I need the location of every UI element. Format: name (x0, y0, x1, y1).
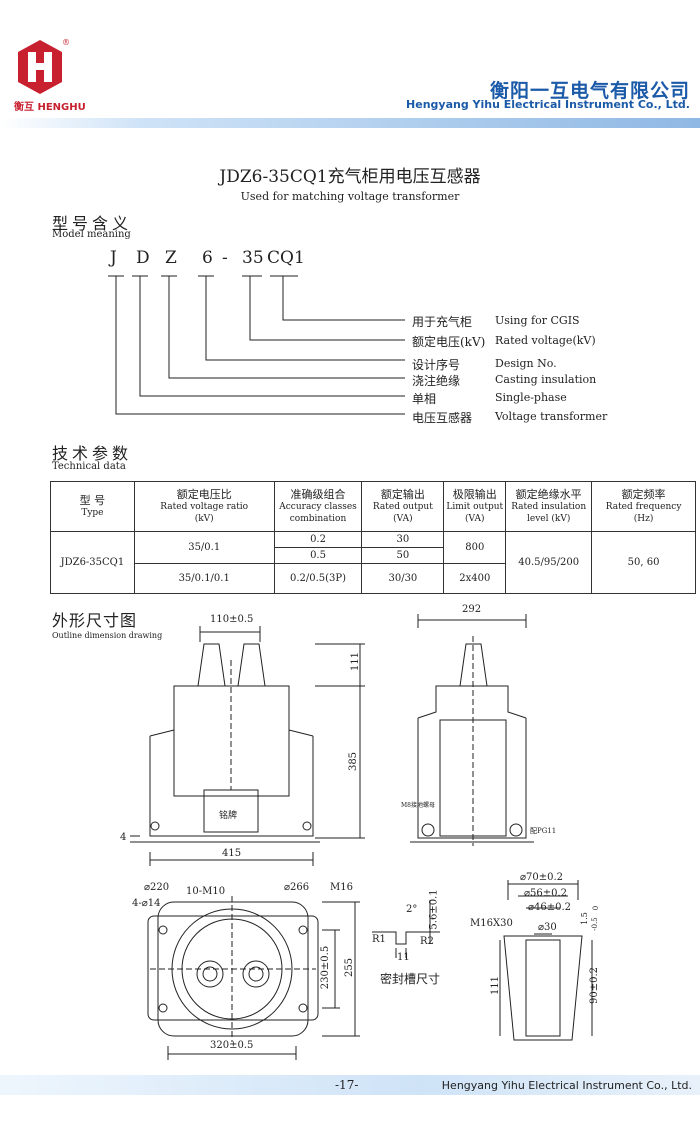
code-dash: - (222, 248, 228, 268)
company-name-en: Hengyang Yihu Electrical Instrument Co.,… (406, 98, 690, 111)
seal-label: 密封槽尺寸 (380, 972, 441, 986)
dim-side-width: 292 (462, 604, 482, 615)
seal-groove-detail (372, 900, 440, 958)
dim-base: 4 (120, 832, 127, 843)
dim-height-body: 385 (348, 751, 360, 772)
bushing-d46: ⌀46±0.2 (528, 902, 572, 913)
nameplate-label: 铭牌 (219, 811, 238, 821)
registered-mark: ® (62, 38, 70, 47)
bushing-d70: ⌀70±0.2 (520, 872, 564, 883)
technical-data-heading-en: Technical data (52, 461, 126, 472)
seal-r2: R2 (420, 936, 434, 947)
legend-vt-cn: 电压互感器 (412, 411, 473, 425)
page-title: JDZ6-35CQ1充气柜用电压互感器 (219, 167, 481, 187)
code-j: J (110, 248, 117, 268)
page-number: -17- (335, 1078, 359, 1092)
company-name-cn: 衡阳一互电气有限公司 (489, 80, 690, 102)
legend-casting-en: Casting insulation (495, 373, 597, 386)
code-d: D (136, 248, 150, 268)
cell-acc-3: 0.2/0.5(3P) (273, 563, 363, 594)
cell-ratio-2: 35/0.1/0.1 (133, 563, 275, 594)
model-meaning-heading: 型号含义 (52, 214, 133, 233)
outline-heading-en: Outline dimension drawing (52, 631, 163, 640)
dim-plan-w: 230±0.5 (320, 945, 332, 990)
header-band (0, 118, 700, 128)
ground-nut-label: M8接地螺母 (401, 802, 435, 809)
dim-top-width: 110±0.5 (210, 614, 254, 625)
dim-height-top: 111 (350, 651, 362, 672)
legend-cgis-cn: 用于充气柜 (412, 315, 473, 329)
table-row: JDZ6-35CQ1 35/0.1 0.2 30 800 40.5/95/200… (50, 531, 696, 594)
plan-view (147, 896, 360, 1060)
model-code: J D Z 6 - 35 CQ1 (110, 248, 310, 270)
bushing-d56: ⌀56±0.2 (524, 888, 568, 899)
bushing-thread: M16X30 (470, 918, 513, 929)
legend-design-cn: 设计序号 (412, 358, 461, 372)
dim-holes: 4-⌀14 (132, 898, 161, 909)
bushing-tol-dn: -0.5 (590, 917, 599, 931)
bushing-h90: 90±0.2 (589, 966, 601, 1005)
page-subtitle: Used for matching voltage transformer (240, 190, 460, 203)
dim-m10: 10-M10 (186, 886, 226, 897)
dim-plan-h: 255 (344, 957, 356, 978)
bushing-d30: ⌀30 (538, 922, 557, 933)
model-leader-lines (108, 275, 405, 415)
dim-d220: ⌀220 (144, 882, 170, 893)
bushing-detail (499, 880, 593, 1041)
code-cq1: CQ1 (267, 248, 305, 268)
technical-data-heading: 技术参数 (52, 444, 133, 463)
legend-design-en: Design No. (495, 357, 557, 370)
cell-limit-2: 2x400 (443, 563, 507, 594)
code-6: 6 (202, 248, 213, 268)
front-view (130, 626, 365, 866)
dim-m16: M16 (330, 882, 353, 893)
code-35: 35 (242, 248, 264, 268)
bushing-h111: 111 (490, 975, 502, 996)
cell-type: JDZ6-35CQ1 (50, 531, 135, 594)
company-logo (14, 38, 66, 96)
side-view (410, 614, 534, 846)
cell-out-3: 30/30 (361, 563, 445, 594)
legend-voltage-en: Rated voltage(kV) (495, 334, 596, 347)
legend-phase-cn: 单相 (412, 392, 437, 406)
seal-width: 11 (397, 952, 410, 963)
logo-text: 衡互 HENGHU (14, 102, 86, 113)
cell-frequency: 50, 60 (591, 531, 696, 594)
dim-plan-bottom: 320±0.5 (210, 1040, 254, 1051)
outline-heading: 外形尺寸图 (52, 611, 138, 630)
bushing-tol: 1.5 (579, 912, 589, 925)
legend-phase-en: Single-phase (495, 391, 567, 404)
cell-insulation: 40.5/95/200 (505, 531, 593, 594)
dim-front-width: 415 (222, 848, 242, 859)
dim-d266: ⌀266 (284, 882, 310, 893)
seal-angle: 2° (406, 904, 418, 915)
seal-depth: 5.6±0.1 (428, 889, 440, 930)
code-z: Z (165, 248, 177, 268)
pg-label: 配PG11 (530, 827, 557, 835)
legend-voltage-cn: 额定电压(kV) (412, 335, 486, 349)
outline-drawings (130, 614, 593, 1060)
legend-casting-cn: 浇注绝缘 (412, 374, 461, 388)
table-row: 35/0.1/0.1 0.2/0.5(3P) 30/30 2x400 (51, 563, 696, 594)
model-meaning-heading-en: Model meaning (52, 229, 131, 240)
footer-band (0, 1075, 700, 1095)
seal-r1: R1 (372, 934, 386, 945)
footer-company: Hengyang Yihu Electrical Instrument Co.,… (441, 1079, 692, 1092)
table-row: 0.5 50 (51, 547, 696, 564)
bushing-tol-up: 0 (592, 905, 601, 911)
legend-vt-en: Voltage transformer (495, 410, 608, 423)
legend-cgis-en: Using for CGIS (495, 314, 580, 327)
